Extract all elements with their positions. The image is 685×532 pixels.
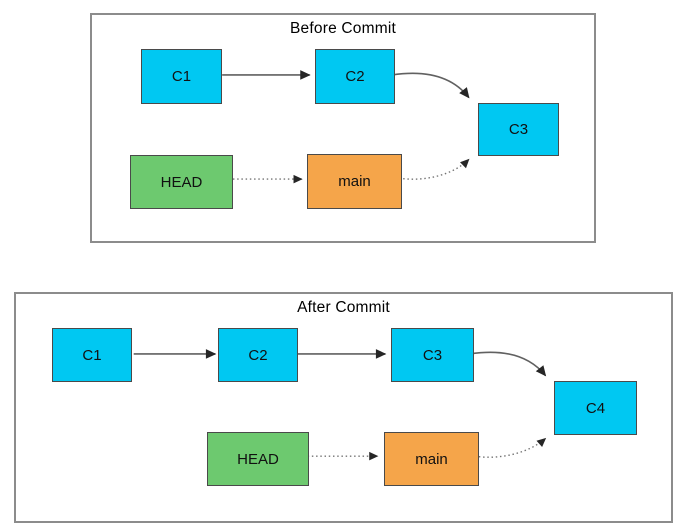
node-label: HEAD — [160, 173, 203, 191]
edge-main-c4 — [474, 437, 547, 458]
node-label: C2 — [248, 346, 268, 364]
node-label: main — [415, 450, 448, 468]
edges-layer-before — [222, 70, 470, 184]
commit-node-c3: C3 — [391, 328, 474, 382]
edge-c3-c4 — [469, 351, 547, 377]
node-label: C1 — [171, 68, 192, 85]
edges-layer-after — [133, 349, 547, 461]
branch-node-main: main — [307, 154, 402, 209]
head-node: HEAD — [207, 432, 309, 486]
node-label: HEAD — [237, 450, 279, 468]
node-label: C1 — [82, 346, 102, 364]
after-commit-panel: After Commit C1 C2 C3 C4 HEAD main — [14, 292, 673, 523]
node-label: C2 — [345, 68, 365, 85]
edge-main-c3 — [398, 158, 470, 180]
head-node: HEAD — [130, 155, 233, 209]
node-label: C3 — [508, 121, 529, 138]
edge-c2-c3 — [392, 72, 470, 99]
commit-node-c2: C2 — [218, 328, 298, 382]
panel-title-before: Before Commit — [290, 20, 396, 37]
node-label: C4 — [585, 399, 606, 417]
node-label: main — [338, 173, 371, 190]
before-commit-panel: Before Commit C1 C2 C3 HEAD main — [90, 13, 596, 243]
node-label: C3 — [422, 346, 443, 364]
branch-node-main: main — [384, 432, 479, 486]
commit-node-c1: C1 — [141, 49, 222, 104]
commit-node-c3: C3 — [478, 103, 559, 156]
commit-node-c1: C1 — [52, 328, 132, 382]
panel-title-after: After Commit — [297, 299, 390, 316]
commit-node-c2: C2 — [315, 49, 395, 104]
commit-node-c4: C4 — [554, 381, 637, 435]
